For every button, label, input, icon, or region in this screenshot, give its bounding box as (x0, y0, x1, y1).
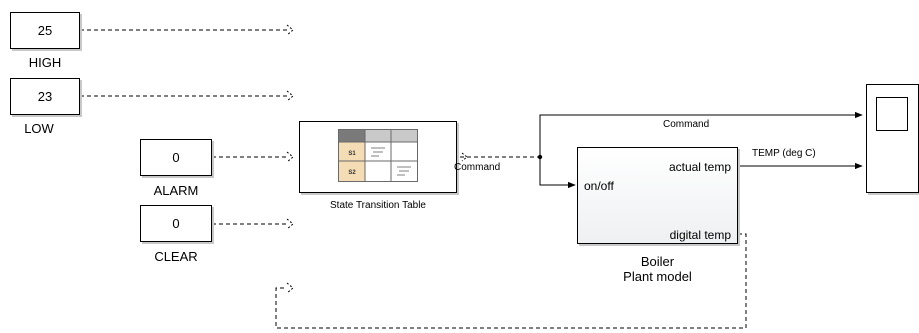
boiler-block[interactable]: on/off actual temp digital temp (577, 147, 738, 244)
alarm-constant-value: 0 (172, 150, 180, 165)
on-off-port-label: on/off (584, 179, 614, 193)
high-constant-block[interactable]: 25 (10, 12, 80, 49)
high-constant-value: 25 (37, 23, 53, 38)
boiler-title: Boiler (640, 254, 675, 269)
low-constant-label: LOW (24, 121, 54, 136)
command-output-signal-label: Command (454, 162, 501, 173)
alarm-constant-label: ALARM (153, 183, 199, 198)
state-row-2-label: S2 (348, 170, 356, 176)
command-to-boiler-line[interactable] (539, 157, 576, 189)
clear-constant-value: 0 (172, 216, 180, 231)
high-constant-label: HIGH (28, 55, 62, 70)
low-constant-value: 23 (37, 89, 53, 104)
command-to-scope-line[interactable] (539, 111, 863, 157)
digital-temp-port-label: digital temp (669, 228, 731, 242)
temp-signal-label: TEMP (deg C) (752, 148, 816, 159)
high-open-arrow-icon (286, 24, 294, 36)
state-transition-table-label: State Transition Table (330, 200, 426, 211)
clear-open-arrow-icon (286, 218, 294, 230)
alarm-constant-block[interactable]: 0 (140, 139, 212, 176)
command-top-signal-label: Command (663, 119, 710, 130)
state-row-1-label: S1 (348, 151, 356, 157)
clear-constant-block[interactable]: 0 (140, 205, 212, 242)
scope-screen-icon (876, 97, 908, 131)
clear-constant-label: CLEAR (154, 249, 198, 264)
alarm-open-arrow-icon (286, 151, 294, 163)
boiler-subtitle: Plant model (623, 269, 692, 284)
low-open-arrow-icon (286, 90, 294, 102)
actual-temp-port-label: actual temp (668, 160, 731, 174)
state-table-icon: S1 S2 (338, 129, 418, 182)
scope-block[interactable] (866, 84, 919, 193)
feedback-open-arrow-icon (286, 282, 294, 294)
digital-temp-feedback-line[interactable] (275, 233, 747, 329)
low-constant-block[interactable]: 23 (10, 78, 80, 115)
state-transition-table-block[interactable]: S1 S2 (299, 121, 457, 193)
